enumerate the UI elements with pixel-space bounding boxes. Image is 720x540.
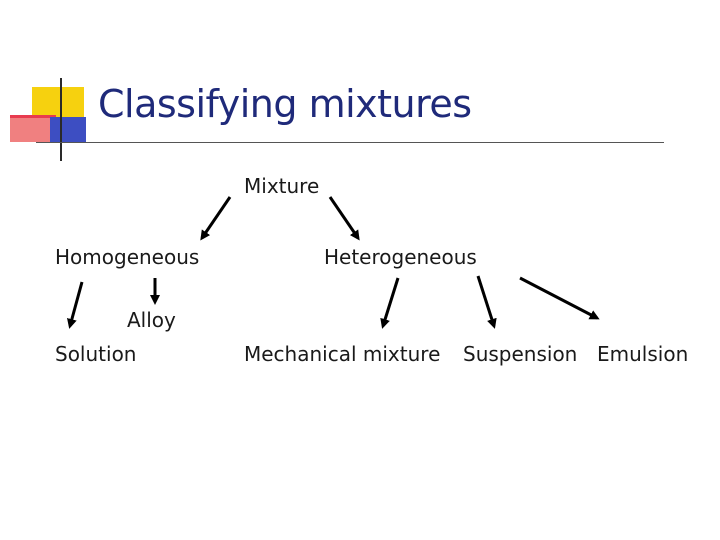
- title-ornament-yellow-block: [32, 87, 84, 117]
- slide-title: Classifying mixtures: [98, 82, 472, 126]
- node-heterogeneous: Heterogeneous: [324, 245, 477, 269]
- node-mixture: Mixture: [244, 174, 320, 198]
- title-ornament-red-block: [10, 115, 56, 142]
- node-mechanical-mixture: Mechanical mixture: [244, 342, 441, 366]
- arrow-homogeneous-to-solution: [67, 281, 84, 329]
- node-suspension: Suspension: [463, 342, 578, 366]
- arrow-heterogeneous-to-emulsion: [519, 276, 600, 320]
- arrow-mixture-to-heterogeneous: [328, 196, 360, 241]
- node-homogeneous: Homogeneous: [55, 245, 200, 269]
- node-emulsion: Emulsion: [597, 342, 689, 366]
- title-ornament-blue-block: [50, 117, 86, 143]
- arrow-heterogeneous-to-suspension: [476, 275, 497, 329]
- arrow-heterogeneous-to-mechanical-mixture: [380, 277, 400, 329]
- node-alloy: Alloy: [127, 308, 176, 332]
- arrow-mixture-to-homogeneous: [200, 196, 232, 241]
- title-underline: [36, 142, 664, 143]
- node-solution: Solution: [55, 342, 137, 366]
- title-ornament-vertical-line: [60, 78, 62, 161]
